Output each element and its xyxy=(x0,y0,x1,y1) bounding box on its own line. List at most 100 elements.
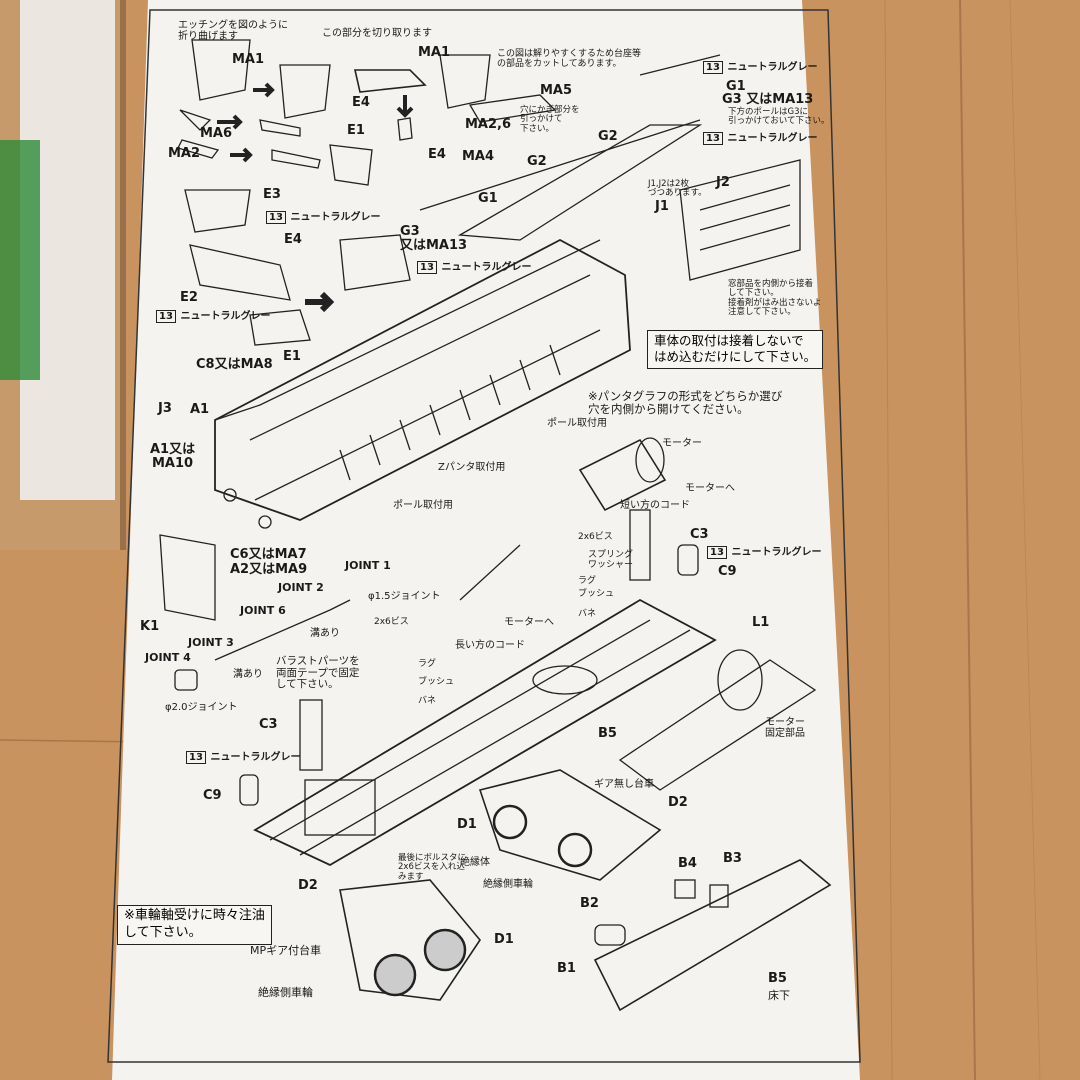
cutaway-note: この図は解りやすくするため台座等 の部品をカットしてあります。 xyxy=(497,49,642,69)
part-label-b5: B5 xyxy=(598,726,617,741)
color-badge-13a: 13 ニュートラルグレー xyxy=(703,60,817,74)
color-badge-13e: 13 ニュートラルグレー xyxy=(156,309,270,323)
part-label-b5b: B5 xyxy=(768,971,787,986)
screw-label-2: 2x6ビス xyxy=(374,617,409,627)
etching-callout: エッチングを図のように 折り曲げます xyxy=(178,20,288,42)
pole-g3-note: 下方のポールはG3に 引っかけておいて下さい。 xyxy=(728,107,830,127)
motor-label: モーター xyxy=(662,438,702,449)
spring-label-2: バネ xyxy=(418,696,437,706)
screw-label: 2x6ビス xyxy=(578,532,613,542)
part-label-g1b: G1 xyxy=(478,191,498,206)
part-label-c6-ma7: C6又はMA7 xyxy=(230,547,307,562)
pole-mount-label: ポール取付用 xyxy=(547,418,607,429)
oil-note: ※車輪軸受けに時々注油 して下さい。 xyxy=(117,905,272,945)
instruction-sheet xyxy=(112,0,860,1080)
part-label-e4: E4 xyxy=(352,95,370,110)
body-mount-note: 車体の取付は接着しないで はめ込むだけにして下さい。 xyxy=(647,330,824,369)
part-label-g2b: G2 xyxy=(527,154,547,169)
part-label-c9b: C9 xyxy=(203,788,222,803)
part-label-c3: C3 xyxy=(690,527,709,542)
part-label-ma4: MA4 xyxy=(462,149,495,164)
part-label-ma1: MA1 xyxy=(232,52,265,67)
spring-washer-label: スプリング ワッシャー xyxy=(588,550,634,570)
part-label-e2: E2 xyxy=(180,290,198,305)
part-label-e1b: E1 xyxy=(283,349,301,364)
part-label-joint4: JOINT 4 xyxy=(145,651,191,664)
cardboard-box xyxy=(0,0,126,550)
pole-mount-label-2: ポール取付用 xyxy=(393,500,453,511)
joint15-label: φ1.5ジョイント xyxy=(368,591,441,602)
part-label-d2b: D2 xyxy=(298,878,318,893)
part-label-a1-ma10: A1又は MA10 xyxy=(150,442,196,472)
part-label-j3: J3 xyxy=(158,401,172,416)
panto-choice-note: ※パンタグラフの形式をどちらか選び 穴を内側から開けてください。 xyxy=(588,389,783,416)
color-badge-13f: 13 ニュートラルグレー xyxy=(707,545,821,559)
part-label-c8-ma8: C8又はMA8 xyxy=(196,357,273,372)
part-label-ma26: MA2,6 xyxy=(465,117,512,132)
part-label-j1: J1 xyxy=(655,199,669,214)
part-label-e3: E3 xyxy=(263,187,281,202)
insulator-label: 絶縁体 xyxy=(460,857,490,868)
part-label-ma5: MA5 xyxy=(540,83,573,98)
part-label-b3: B3 xyxy=(723,851,742,866)
long-cord-label: 長い方のコード xyxy=(455,640,525,651)
part-label-b4: B4 xyxy=(678,856,697,871)
j12-note: J1,J2は2枚 づつあります。 xyxy=(648,179,707,199)
mp-gear-truck-label: MPギア付台車 xyxy=(250,944,322,957)
z-panto-mount-label: Zパンタ取付用 xyxy=(438,462,506,473)
no-gear-truck-label: ギア無し台車 xyxy=(594,779,654,790)
bush-label-2: ブッシュ xyxy=(418,677,455,687)
window-note: 窓部品を内側から接着 して下さい。 接着剤がはみ出さないよ 注意して下さい。 xyxy=(728,279,822,318)
ballast-note: バラストパーツを 両面テープで固定 して下さい。 xyxy=(276,655,360,691)
part-label-ma6: MA6 xyxy=(200,126,233,141)
lug-label-2: ラグ xyxy=(418,659,437,669)
spring-label: バネ xyxy=(578,609,597,619)
part-label-joint1: JOINT 1 xyxy=(345,559,391,572)
lug-label: ラグ xyxy=(578,576,597,586)
joint20-label: φ2.0ジョイント xyxy=(165,702,238,713)
short-cord-label: 短い方のコード xyxy=(620,500,690,511)
part-label-g1: G1 xyxy=(726,79,746,94)
part-label-k1: K1 xyxy=(140,619,160,634)
groove-label: 溝あり xyxy=(310,628,340,639)
to-motor-label: モーターへ xyxy=(685,483,735,494)
part-label-d1b: D1 xyxy=(494,932,514,947)
insulated-wheel-label: 絶縁側車輪 xyxy=(483,879,533,890)
underfloor-label: 床下 xyxy=(768,989,790,1002)
part-label-d1: D1 xyxy=(457,817,477,832)
color-badge-13b: 13 ニュートラルグレー xyxy=(703,131,817,145)
to-motor-label-2: モーターへ xyxy=(504,617,554,628)
part-label-l1: L1 xyxy=(752,615,770,630)
part-label-joint3: JOINT 3 xyxy=(188,636,234,649)
part-label-b2: B2 xyxy=(580,896,599,911)
color-badge-13d: 13 ニュートラルグレー xyxy=(266,210,380,224)
part-label-e4c: E4 xyxy=(284,232,302,247)
part-label-joint6: JOINT 6 xyxy=(240,604,286,617)
part-label-c3b: C3 xyxy=(259,717,278,732)
part-label-e1: E1 xyxy=(347,123,365,138)
part-label-j2: J2 xyxy=(716,175,730,190)
part-label-ma2: MA2 xyxy=(168,146,201,161)
part-label-ma1b: MA1 xyxy=(418,45,451,60)
part-label-a2-ma9: A2又はMA9 xyxy=(230,562,308,577)
bolster-note: 最後にボルスタに 2x6ビスを入れ込 みます xyxy=(398,853,467,882)
groove-label-2: 溝あり xyxy=(233,669,263,680)
part-label-e4b: E4 xyxy=(428,147,446,162)
insulated-wheel-label-2: 絶縁側車輪 xyxy=(258,986,313,999)
color-badge-13c: 13 ニュートラルグレー xyxy=(417,260,531,274)
color-badge-13g: 13 ニュートラルグレー xyxy=(186,750,300,764)
part-label-g3-ma13b: G3 又はMA13 xyxy=(400,224,468,254)
bush-label: ブッシュ xyxy=(578,589,615,599)
part-label-g3-ma13: G3 又はMA13 xyxy=(722,92,814,107)
part-label-b1: B1 xyxy=(557,961,576,976)
part-label-a1: A1 xyxy=(190,402,210,417)
part-label-g2: G2 xyxy=(598,129,618,144)
part-label-c9: C9 xyxy=(718,564,737,579)
cut-here-callout: この部分を切り取ります xyxy=(322,28,432,39)
motor-fix-label: モーター 固定部品 xyxy=(765,717,805,739)
part-label-d2: D2 xyxy=(668,795,688,810)
hook-note: 穴にかぎ部分を 引っかけて 下さい。 xyxy=(520,105,580,134)
part-label-joint2: JOINT 2 xyxy=(278,581,324,594)
box-green-tray xyxy=(0,140,40,380)
